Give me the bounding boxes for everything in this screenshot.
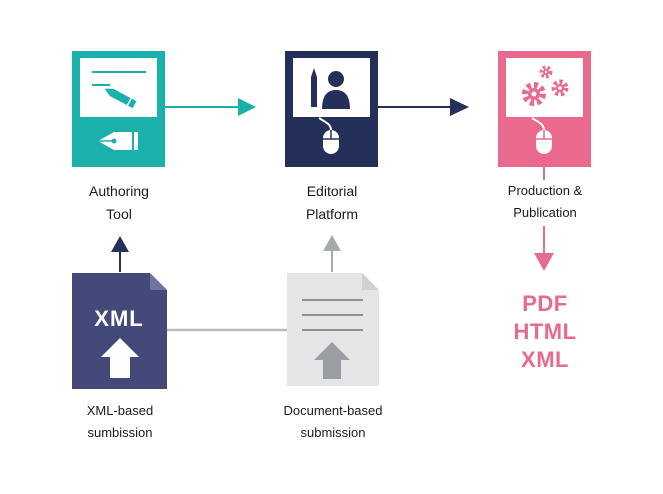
authoring-to-editorial-arrowhead [238, 98, 256, 116]
xml-badge: XML [94, 306, 144, 331]
document-to-editorial-arrowhead [323, 235, 341, 251]
production-to-outputs-arrowhead [534, 253, 554, 271]
editorial-platform-label: Editorial Platform [305, 183, 359, 222]
gears-icon [522, 65, 569, 106]
xml-submission-label: XML-based sumbission [86, 403, 154, 440]
authoring-tool-card [72, 51, 165, 167]
xml-submission-document [72, 273, 167, 389]
production-publication-card [498, 51, 591, 167]
output-pdf: PDF [522, 291, 568, 316]
pen-nib-icon [98, 132, 138, 150]
output-html: HTML [513, 319, 577, 344]
output-formats: PDF HTML XML [480, 290, 610, 374]
crayon-icon [104, 88, 137, 109]
document-submission-document [287, 273, 379, 386]
upload-arrow-icon [314, 342, 350, 379]
editor-user-icon [311, 68, 350, 109]
upload-arrow-icon [101, 338, 139, 378]
editorial-to-production-arrowhead [450, 98, 469, 116]
xml-to-authoring-arrowhead [111, 236, 129, 252]
output-xml: XML [521, 347, 569, 372]
editorial-platform-card [285, 51, 378, 167]
production-publication-label: Production & Publication [507, 183, 583, 220]
document-submission-label: Document-based submission [283, 403, 383, 440]
authoring-tool-label: Authoring Tool [89, 183, 149, 222]
